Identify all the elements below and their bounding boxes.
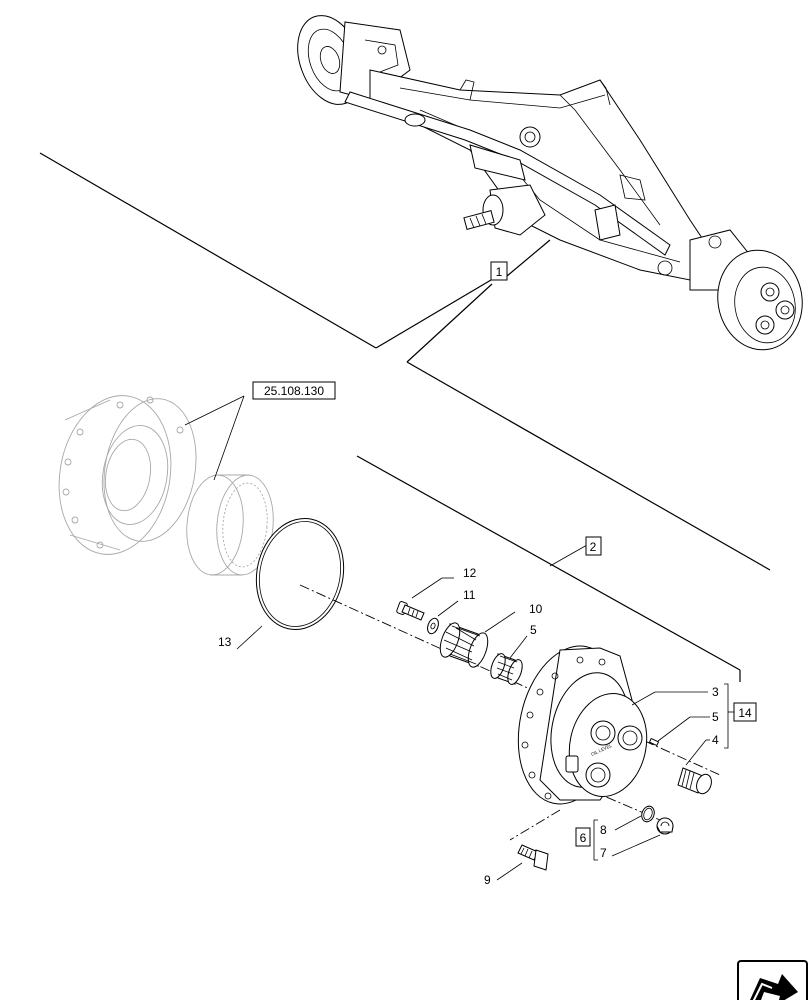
section-leader-lines: [184, 395, 245, 481]
leader-11: [437, 600, 459, 617]
ghost-wheel-flange: [58, 395, 197, 555]
callout-6-label: 6: [580, 831, 587, 845]
kit-6-leaders: [593, 815, 661, 861]
part-label-11[interactable]: 11: [463, 588, 476, 602]
leader-10: [484, 611, 516, 633]
planet-carrier-housing: OIL LEVEL: [517, 645, 648, 805]
tie-rod: [344, 91, 671, 256]
pinion-input: [463, 184, 621, 241]
o-ring-13: [255, 517, 345, 631]
axle-assembly-illustration: [297, 15, 803, 351]
callout-box-1[interactable]: 1: [490, 261, 508, 281]
part-label-8[interactable]: 8: [600, 823, 607, 837]
callout-box-6[interactable]: 6: [575, 827, 591, 847]
callout-box-14[interactable]: 14: [733, 702, 757, 722]
callout-2-label: 2: [590, 540, 597, 554]
ghost-ring-gear: [186, 474, 274, 576]
callout-box-2[interactable]: 2: [585, 536, 602, 556]
bolt-12: [396, 601, 425, 621]
next-page-arrow-icon[interactable]: [737, 960, 808, 1000]
part-label-5a[interactable]: 5: [530, 623, 537, 637]
left-wheel-hub: [297, 15, 411, 105]
part-label-3[interactable]: 3: [712, 685, 719, 699]
callout-box-section-ref[interactable]: 25.108.130: [252, 381, 336, 400]
washer-11: [427, 617, 439, 635]
part-label-5b[interactable]: 5: [712, 710, 719, 724]
seal-ring-8: [641, 805, 655, 823]
reference-parts-ghosted: [58, 395, 274, 576]
plug-4: [677, 767, 712, 795]
leader-5a: [509, 635, 528, 659]
leader-9: [496, 862, 523, 881]
leader-13: [236, 625, 263, 650]
drain-plug-7: [656, 817, 674, 835]
planet-gear-10: [439, 622, 489, 668]
part-label-9[interactable]: 9: [484, 873, 491, 887]
kit-14-leaders: [631, 683, 734, 766]
bolt-9: [517, 844, 549, 871]
right-wheel-hub: [657, 229, 803, 351]
sun-gear-5: [490, 653, 523, 685]
part-label-13[interactable]: 13: [218, 635, 232, 649]
part-label-4[interactable]: 4: [712, 733, 719, 747]
group-leader-lines: [356, 455, 741, 682]
leader-12: [411, 577, 443, 599]
part-label-10[interactable]: 10: [529, 602, 543, 616]
callout-1-label: 1: [496, 265, 503, 279]
section-ref-label: 25.108.130: [264, 384, 324, 398]
callout-14-label: 14: [738, 706, 752, 720]
assembly-leader-lines: [39, 152, 771, 571]
pin-5: [648, 737, 660, 747]
part-label-7[interactable]: 7: [600, 846, 607, 860]
part-label-12[interactable]: 12: [463, 566, 477, 580]
